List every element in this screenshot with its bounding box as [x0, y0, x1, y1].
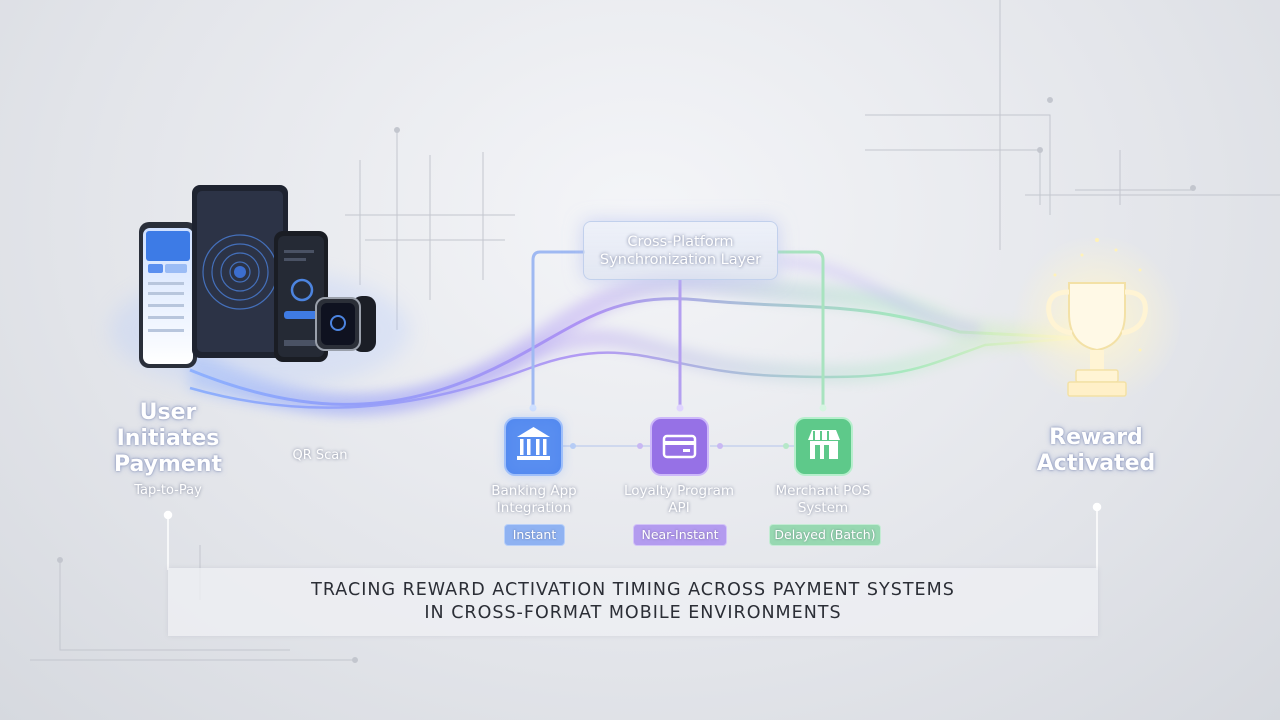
system-label-merchant: Merchant POS System: [775, 483, 871, 516]
storefront-icon: [794, 417, 853, 476]
bank-icon: [504, 417, 563, 476]
caption-banner: TRACING REWARD ACTIVATION TIMING ACROSS …: [168, 568, 1098, 636]
method-tap-to-pay: Tap-to-Pay: [134, 483, 202, 498]
timing-badge-delayed: Delayed (Batch): [769, 524, 881, 546]
source-title: User Initiates Payment: [113, 400, 223, 477]
trophy-icon: [1012, 235, 1182, 405]
credit-card-icon: [650, 417, 709, 476]
system-label-loyalty: Loyalty Program API: [623, 483, 735, 516]
sync-layer-box: Cross-Platform Synchronization Layer: [583, 221, 778, 280]
sync-connectors: [529, 250, 827, 449]
smartphone-icon: [139, 222, 197, 368]
payment-flow-streams: [185, 257, 1081, 416]
caption-line-1: TRACING REWARD ACTIVATION TIMING ACROSS …: [311, 580, 955, 600]
smartwatch-icon: [315, 296, 376, 352]
system-label-banking: Banking App Integration: [491, 483, 577, 516]
caption-line-2: IN CROSS-FORMAT MOBILE ENVIRONMENTS: [424, 603, 842, 623]
device-group: [110, 185, 410, 390]
timing-badge-instant: Instant: [504, 524, 565, 546]
timing-badge-near-instant: Near-Instant: [633, 524, 727, 546]
target-title: Reward Activated: [1036, 425, 1156, 476]
banner-leader-lines: [163, 502, 1102, 570]
tablet-icon: [192, 185, 288, 358]
method-qr-scan: QR Scan: [292, 448, 348, 463]
smartphone-dark-icon: [274, 231, 328, 362]
